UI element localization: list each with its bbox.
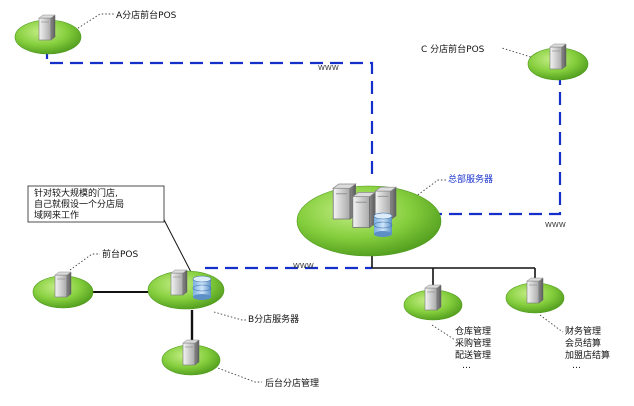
computer-icon xyxy=(526,277,544,304)
label-dept1: 仓库管理 采购管理 配送管理 … xyxy=(455,325,494,371)
wan-links xyxy=(45,46,562,270)
node-b-server[interactable] xyxy=(147,269,225,310)
server-icon xyxy=(170,269,188,296)
label-b-server: B分店服务器 xyxy=(248,313,299,325)
database-icon xyxy=(192,275,212,301)
node-pos-c[interactable] xyxy=(527,43,589,81)
node-dept1[interactable] xyxy=(403,284,463,321)
label-pos-b: 前台POS xyxy=(102,248,139,260)
note-pointer xyxy=(159,211,193,275)
www-label-right: WWW xyxy=(545,221,566,229)
www-label-top: WWW xyxy=(318,64,339,72)
label-pos-a: A分店前台POS xyxy=(116,9,177,21)
note-text: 针对较大规模的门店, 自己就假设一个分店局 域网来工作 xyxy=(34,187,127,221)
node-pos-b[interactable] xyxy=(32,271,94,309)
note-box: 针对较大规模的门店, 自己就假设一个分店局 域网来工作 xyxy=(27,185,165,223)
node-backoffice[interactable] xyxy=(161,339,221,376)
label-pos-c: C 分店前台POS xyxy=(421,43,485,55)
computer-icon xyxy=(182,339,200,366)
label-backoffice: 后台分店管理 xyxy=(265,377,319,389)
computer-icon xyxy=(424,284,442,311)
label-dept2: 财务管理 会员结算 加盟店结算 … xyxy=(565,325,613,371)
computer-icon xyxy=(549,43,567,70)
wan-link-a-to-hq xyxy=(45,46,374,180)
www-label-mid: WWW xyxy=(293,262,314,270)
label-hq-server: 总部服务器 xyxy=(448,173,493,185)
wan-link-c-to-hq xyxy=(438,72,562,216)
database-icon xyxy=(373,212,393,238)
leader-lines xyxy=(69,13,564,383)
node-hq-server[interactable] xyxy=(296,183,442,257)
computer-icon xyxy=(38,14,56,41)
node-pos-a[interactable] xyxy=(14,14,82,55)
computer-icon xyxy=(54,271,72,298)
node-dept2[interactable] xyxy=(505,277,565,314)
